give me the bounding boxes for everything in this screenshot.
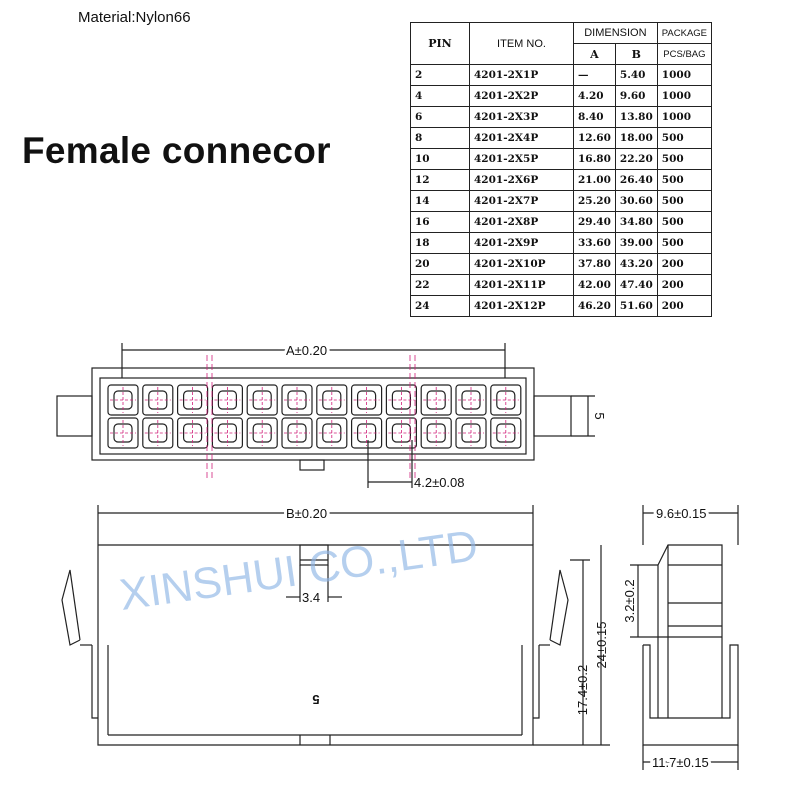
- cavity-outer: [420, 384, 452, 416]
- cell-pkg: 200: [656, 295, 713, 317]
- right-latch-body: [533, 645, 540, 719]
- cell-a: 42.00: [573, 274, 616, 296]
- cell-pkg: 200: [656, 274, 713, 296]
- cell-b: 9.60: [614, 85, 658, 107]
- cell-a: 21.00: [573, 169, 616, 191]
- cavity-outer: [281, 417, 313, 449]
- cavity-grid: [107, 384, 522, 449]
- cell-item: 4201-2X2P: [469, 85, 574, 107]
- cavity-outer: [455, 417, 487, 449]
- cavity-outer: [246, 384, 278, 416]
- cell-pin: 24: [410, 295, 470, 317]
- material-label: Material:Nylon66: [78, 9, 191, 26]
- watermark: XINSHUI CO.,LTD: [117, 521, 481, 620]
- front-slot: [299, 544, 329, 566]
- dim-slot-label: 3.4: [302, 590, 320, 605]
- dim-24-label: 24±0.15: [594, 622, 609, 669]
- cavity-outer: [316, 417, 348, 449]
- cavity-outer: [177, 417, 209, 449]
- top-view: [56, 343, 595, 488]
- cell-item: 4201-2X5P: [469, 148, 574, 170]
- cell-a: 25.20: [573, 190, 616, 212]
- cell-pkg: 500: [656, 148, 713, 170]
- cell-b: 47.40: [614, 274, 658, 296]
- right-latch-top: [533, 395, 572, 437]
- cavity-outer: [316, 384, 348, 416]
- cell-pkg: 1000: [656, 64, 713, 86]
- cavity-outer: [455, 384, 487, 416]
- cell-a: 12.60: [573, 127, 616, 149]
- header-pin: PIN: [410, 22, 470, 65]
- spec-table: PIN ITEM NO. DIMENSION PACKAGE A B PCS/B…: [410, 22, 713, 317]
- cavity-outer: [490, 417, 522, 449]
- header-item: ITEM NO.: [469, 22, 574, 65]
- side-view: [630, 505, 739, 770]
- cavity-outer: [177, 384, 209, 416]
- cavity-outer: [385, 417, 417, 449]
- left-latch-hook: [61, 569, 81, 646]
- cavity-outer: [385, 384, 417, 416]
- cell-item: 4201-2X12P: [469, 295, 574, 317]
- centerlines: [110, 355, 519, 480]
- cavity-outer: [351, 417, 383, 449]
- cell-pkg: 500: [656, 211, 713, 233]
- cavity-outer: [142, 384, 174, 416]
- dim-a-label: A±0.20: [286, 343, 327, 358]
- left-latch-body: [91, 645, 98, 719]
- dim-32-label: 3.2±0.2: [622, 579, 637, 622]
- right-latch-hook: [549, 569, 569, 646]
- cavity-outer: [107, 384, 139, 416]
- polarization-key: [299, 459, 325, 471]
- dim-96-label: 9.6±0.15: [656, 506, 707, 521]
- left-latch-top: [56, 395, 93, 437]
- cell-pkg: 1000: [656, 106, 713, 128]
- cell-pkg: 1000: [656, 85, 713, 107]
- dim-117-label: 11.7±0.15: [652, 755, 709, 770]
- headline-title: Female connecor: [22, 130, 331, 171]
- cell-a: 4.20: [573, 85, 616, 107]
- cell-a: 8.40: [573, 106, 616, 128]
- dim-17-label: 17.4±0.2: [575, 665, 590, 716]
- cavity-outer: [246, 417, 278, 449]
- cell-pin: 14: [410, 190, 470, 212]
- front-view: [61, 505, 610, 746]
- side-base: [642, 644, 739, 746]
- cell-pkg: 500: [656, 127, 713, 149]
- cavity-outer: [351, 384, 383, 416]
- top-view-inner: [99, 377, 527, 455]
- cell-item: 4201-2X8P: [469, 211, 574, 233]
- cell-b: 51.60: [614, 295, 658, 317]
- cavity-outer: [490, 384, 522, 416]
- cell-pkg: 500: [656, 232, 713, 254]
- top-view-outer: [91, 367, 535, 461]
- cavity-outer: [107, 417, 139, 449]
- cell-item: 4201-2X1P: [469, 64, 574, 86]
- dim-b-label: B±0.20: [286, 506, 327, 521]
- cell-a: 46.20: [573, 295, 616, 317]
- cell-pin: 10: [410, 148, 470, 170]
- cavity-outer: [142, 417, 174, 449]
- header-dimension: DIMENSION: [573, 22, 658, 44]
- dim-pitch-label: 4.2±0.08: [414, 475, 465, 490]
- cavity-outer: [281, 384, 313, 416]
- cell-item: 4201-2X3P: [469, 106, 574, 128]
- dim-5-label: 5: [592, 412, 607, 419]
- cell-b: 22.20: [614, 148, 658, 170]
- cell-pin: 18: [410, 232, 470, 254]
- cell-item: 4201-2X10P: [469, 253, 574, 275]
- front-mark: 5: [312, 692, 319, 707]
- cavity-outer: [420, 417, 452, 449]
